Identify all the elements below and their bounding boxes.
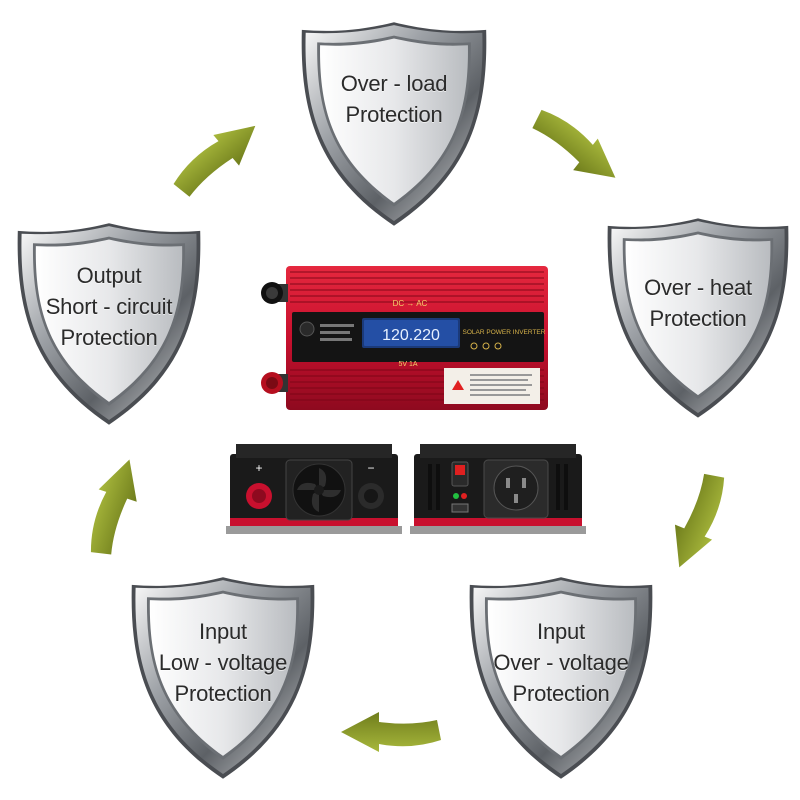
shield-line: Over - voltage (493, 650, 629, 675)
shield-line: Over - heat (644, 275, 752, 300)
shield-overheat: Over - heat Protection (604, 212, 792, 424)
display-readout: 120.220 (382, 327, 440, 344)
cycle-arrow-icon (524, 100, 628, 194)
shield-label: Input Low - voltage Protection (128, 616, 318, 709)
shield-label: Output Short - circuit Protection (14, 260, 204, 353)
cycle-arrow-icon (162, 112, 272, 204)
inverter-dc-end-view: + − (226, 438, 402, 536)
shield-input-overvoltage: Input Over - voltage Protection (466, 572, 656, 784)
shield-line: Protection (60, 325, 158, 350)
shield-line: Low - voltage (158, 650, 288, 675)
shield-input-lowvoltage: Input Low - voltage Protection (128, 572, 318, 784)
shield-line: Protection (174, 681, 272, 706)
cycle-arrow-icon (72, 448, 156, 566)
cycle-arrow-icon (332, 700, 450, 764)
negative-terminal-label: − (367, 461, 374, 475)
brand-text: SOLAR POWER INVERTER (463, 329, 546, 336)
shield-line: Short - circuit (45, 294, 173, 319)
positive-terminal-label: + (255, 461, 262, 475)
shield-line: Protection (345, 102, 443, 127)
shield-line: Over - load (340, 71, 448, 96)
shield-line: Protection (649, 306, 747, 331)
shield-line: Output (76, 263, 142, 288)
shield-overload: Over - load Protection (298, 18, 490, 230)
shield-label: Input Over - voltage Protection (466, 616, 656, 709)
dc-ac-label: DC → AC (393, 299, 428, 308)
shield-output-shortcircuit: Output Short - circuit Protection (14, 218, 204, 430)
cycle-arrow-icon (656, 462, 740, 580)
shield-label: Over - load Protection (298, 68, 490, 130)
shield-label: Over - heat Protection (604, 272, 792, 334)
shield-line: Input (199, 619, 247, 644)
inverter-top-view: 120.220 SOLAR POWER INVERTER DC → AC 5V … (258, 262, 554, 418)
inverter-ac-end-view (410, 438, 586, 536)
shield-line: Protection (512, 681, 610, 706)
usb-label: 5V 1A (398, 361, 417, 368)
shield-line: Input (537, 619, 585, 644)
